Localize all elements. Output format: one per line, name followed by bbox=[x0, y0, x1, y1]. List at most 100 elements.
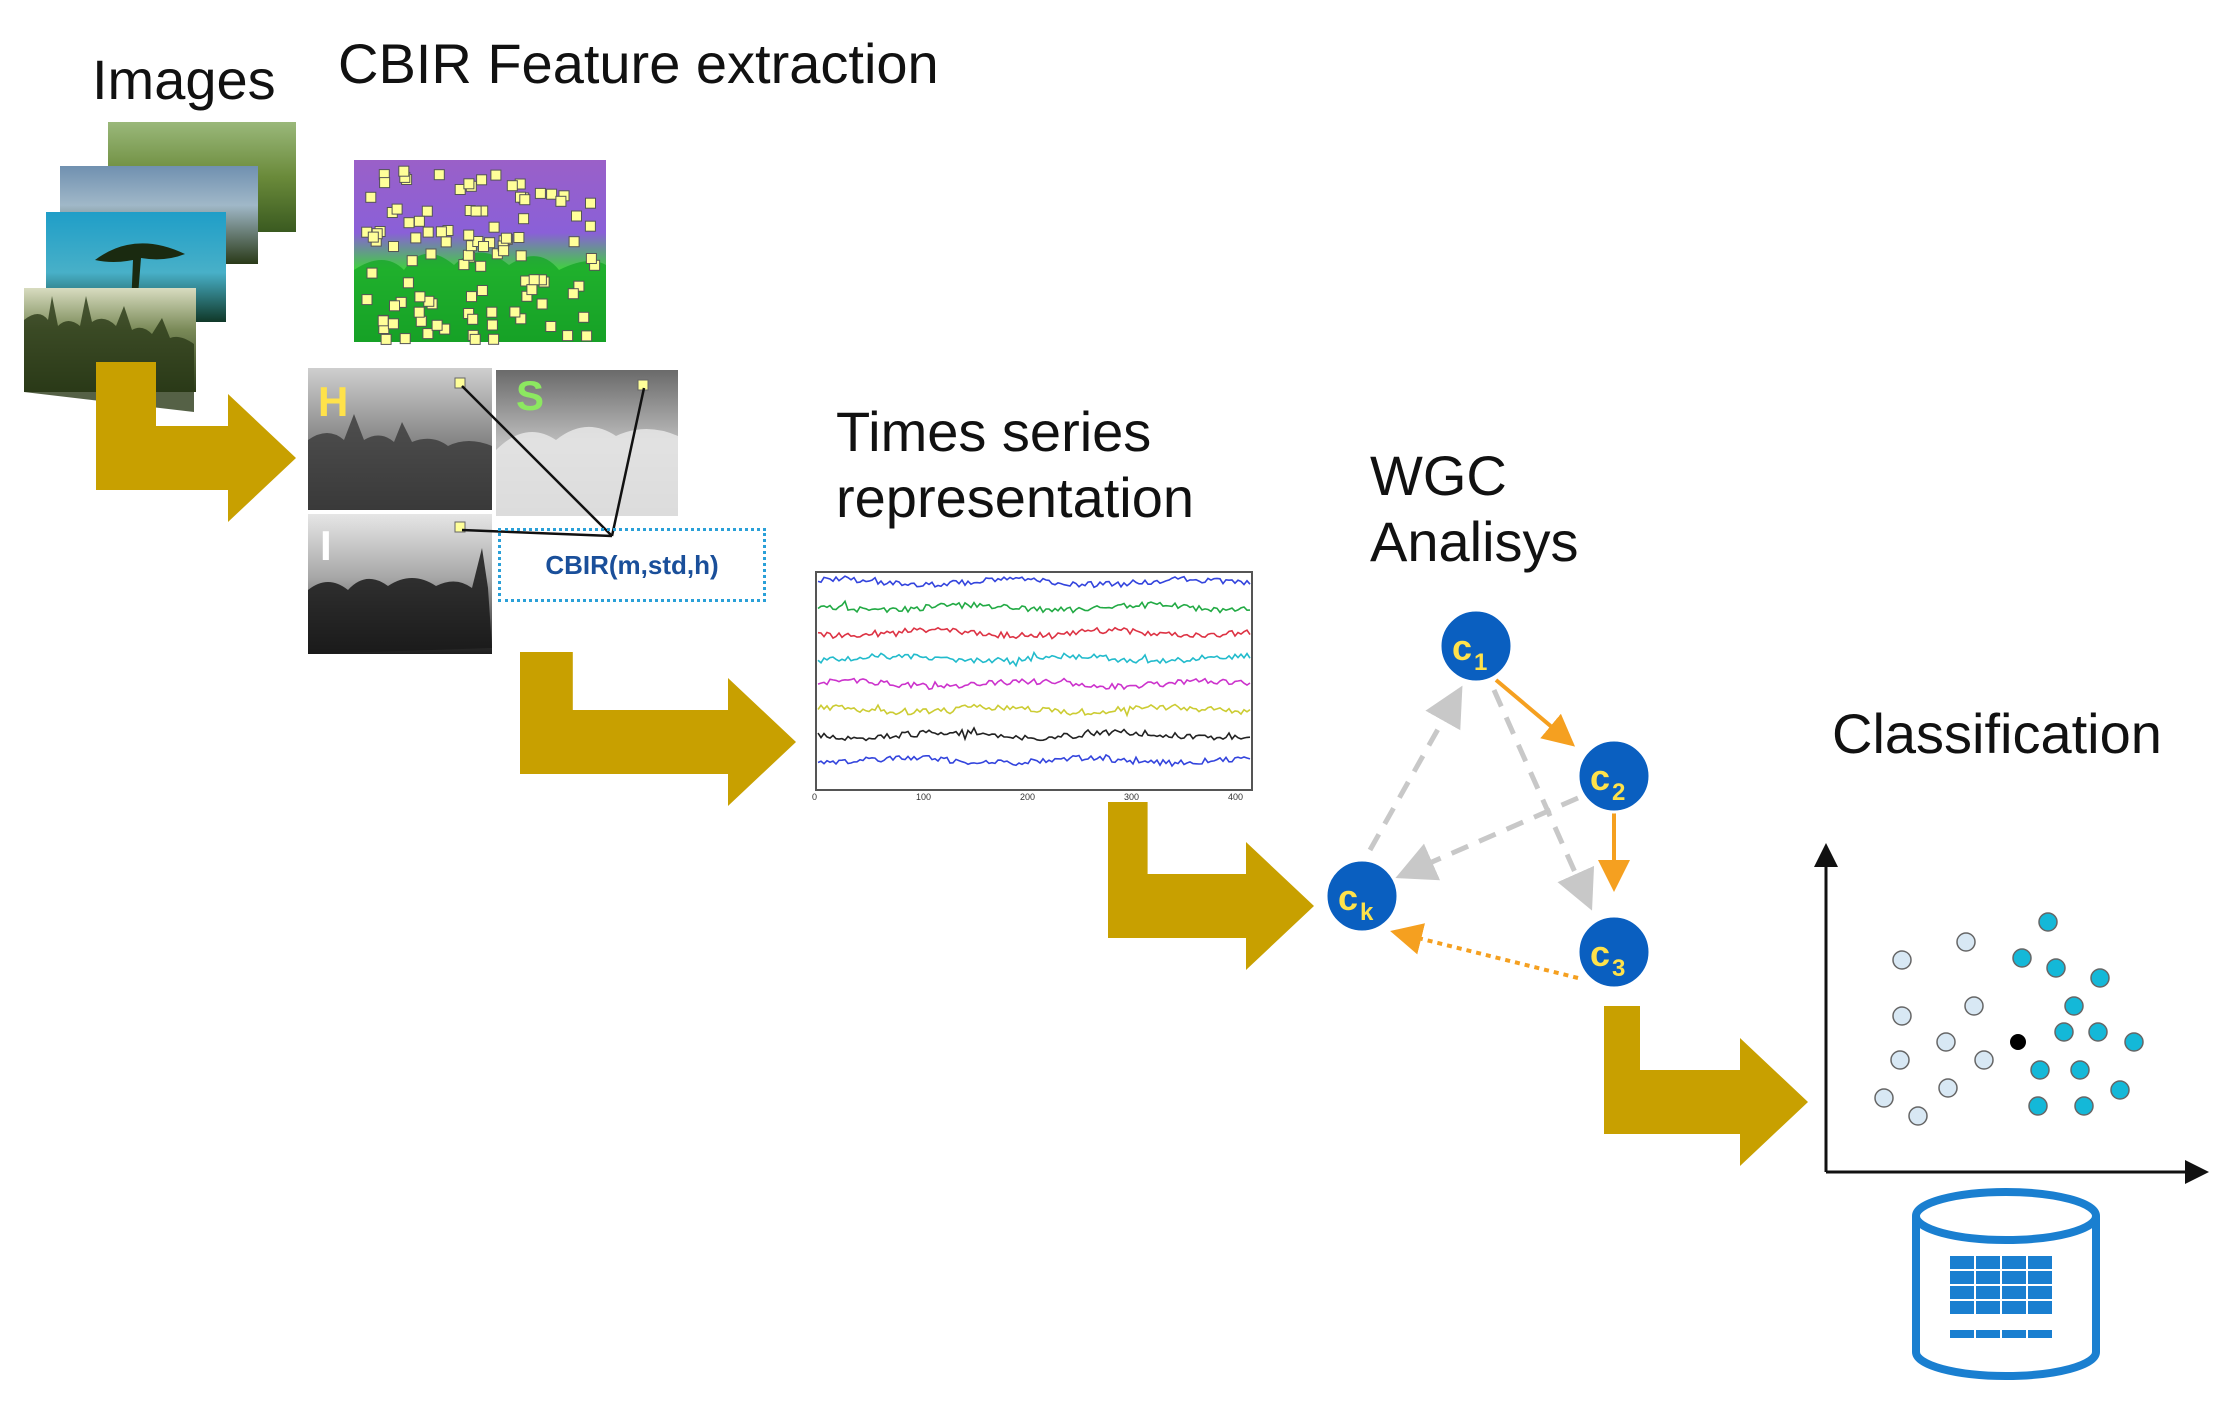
keypoint-marker bbox=[562, 330, 574, 342]
classification-title: Classification bbox=[1832, 702, 2162, 765]
database-cell bbox=[2002, 1256, 2026, 1269]
edge-c1-c2 bbox=[1494, 678, 1576, 747]
keypoint-marker bbox=[470, 205, 482, 217]
time-series-title-line1: Times series bbox=[836, 400, 1152, 463]
keypoint-markers bbox=[361, 165, 601, 345]
time-series-line bbox=[817, 677, 1251, 691]
edge-c1-c3 bbox=[1491, 688, 1595, 911]
database-cell bbox=[1976, 1286, 2000, 1299]
node-c2-sub: 2 bbox=[1612, 779, 1625, 806]
keypoint-marker bbox=[555, 195, 567, 207]
keypoint-marker bbox=[379, 177, 391, 189]
keypoint-marker bbox=[403, 217, 415, 229]
keypoint-marker bbox=[402, 277, 414, 289]
keypoint-marker bbox=[421, 205, 433, 217]
process-arrows bbox=[96, 362, 1808, 1166]
scatter-point-class-b bbox=[2070, 1060, 2090, 1080]
database-cell bbox=[1950, 1286, 1974, 1299]
database-cell bbox=[2028, 1271, 2052, 1284]
wgc-title-line2: Analisys bbox=[1370, 510, 1579, 573]
node-c1-sub: 1 bbox=[1474, 649, 1487, 676]
keypoint-marker bbox=[567, 288, 579, 300]
keypoint-marker bbox=[476, 285, 488, 296]
tree-silhouette bbox=[95, 243, 185, 308]
wgc-title-line1: WGC bbox=[1370, 444, 1507, 507]
feature-extraction-image bbox=[354, 160, 606, 345]
keypoint-marker bbox=[518, 213, 530, 225]
keypoint-marker bbox=[425, 248, 437, 260]
database-cell bbox=[1976, 1256, 2000, 1269]
scatter-point-class-a bbox=[1890, 1050, 1910, 1070]
node-c2: c 2 bbox=[1576, 738, 1652, 814]
channel-i-letter: I bbox=[320, 522, 332, 569]
time-series-title-line2: representation bbox=[836, 466, 1195, 529]
scatter-point-class-b bbox=[2028, 1096, 2048, 1116]
keypoint-marker bbox=[486, 306, 498, 318]
edge-c3-ck bbox=[1390, 923, 1579, 980]
keypoint-marker bbox=[422, 226, 434, 238]
keypoint-marker bbox=[469, 333, 481, 345]
keypoint-marker bbox=[545, 321, 557, 332]
time-series-line bbox=[817, 575, 1251, 589]
keypoint-marker bbox=[467, 313, 479, 325]
keypoint-marker bbox=[388, 241, 399, 252]
images-title: Images bbox=[92, 48, 276, 111]
process-arrow-1 bbox=[96, 362, 296, 522]
database-cell bbox=[2028, 1256, 2052, 1269]
keypoint-marker bbox=[458, 259, 470, 271]
keypoint-marker bbox=[391, 203, 403, 215]
node-ck: c k bbox=[1324, 858, 1400, 934]
node-c3-sub: 3 bbox=[1612, 955, 1625, 982]
keypoint-marker bbox=[498, 245, 510, 257]
keypoint-marker bbox=[571, 210, 582, 222]
keypoint-marker bbox=[584, 220, 596, 232]
scatter-point-class-b bbox=[2110, 1080, 2130, 1100]
keypoint-marker bbox=[546, 188, 558, 200]
keypoint-marker bbox=[476, 174, 488, 186]
keypoint-marker bbox=[578, 311, 590, 323]
time-series-tick-label: 400 bbox=[1228, 792, 1243, 802]
keypoint-marker bbox=[380, 333, 392, 345]
keypoint-marker bbox=[568, 236, 580, 248]
process-arrow-2 bbox=[520, 652, 796, 806]
keypoint-marker bbox=[415, 315, 427, 327]
keypoint-marker bbox=[478, 241, 489, 252]
process-arrow-3 bbox=[1108, 802, 1314, 970]
time-series-tick-label: 200 bbox=[1020, 792, 1035, 802]
database-cell bbox=[1976, 1330, 2000, 1338]
scatter-point-class-a bbox=[1908, 1106, 1928, 1126]
scatter-point-class-a bbox=[1936, 1032, 1956, 1052]
time-series-line bbox=[817, 599, 1251, 614]
scatter-point-class-a bbox=[1974, 1050, 1994, 1070]
scatter-point-class-b bbox=[2088, 1022, 2108, 1042]
scatter-point-class-b bbox=[2046, 958, 2066, 978]
database-cell bbox=[1976, 1301, 2000, 1314]
scatter-point-class-a bbox=[1892, 950, 1912, 970]
keypoint-marker bbox=[462, 249, 474, 261]
database-cell bbox=[1950, 1330, 1974, 1338]
keypoint-marker bbox=[361, 294, 373, 306]
cbir-formula-box: CBIR(m,std,h) bbox=[498, 528, 766, 602]
keypoint-marker bbox=[585, 197, 596, 209]
node-c3-label: c bbox=[1590, 933, 1610, 974]
database-cell bbox=[2028, 1330, 2052, 1338]
database-cell bbox=[2002, 1330, 2026, 1338]
scatter-point-class-b bbox=[2074, 1096, 2094, 1116]
channel-h-letter: H bbox=[318, 378, 349, 425]
keypoint-marker bbox=[486, 319, 498, 331]
input-image-stack bbox=[24, 122, 296, 412]
classification-plot bbox=[1814, 843, 2209, 1184]
keypoint-marker bbox=[463, 229, 475, 241]
scatter-point-class-b bbox=[2090, 968, 2110, 988]
database-cell bbox=[1950, 1271, 1974, 1284]
keypoint-marker bbox=[413, 306, 425, 318]
database-icon bbox=[1912, 1188, 2100, 1380]
keypoint-marker bbox=[490, 169, 502, 181]
feature-extraction-title: CBIR Feature extraction bbox=[338, 32, 939, 95]
keypoint-marker bbox=[422, 328, 434, 340]
time-series-line bbox=[817, 703, 1251, 718]
keypoint-marker bbox=[513, 232, 525, 243]
keypoint-marker bbox=[526, 284, 538, 296]
